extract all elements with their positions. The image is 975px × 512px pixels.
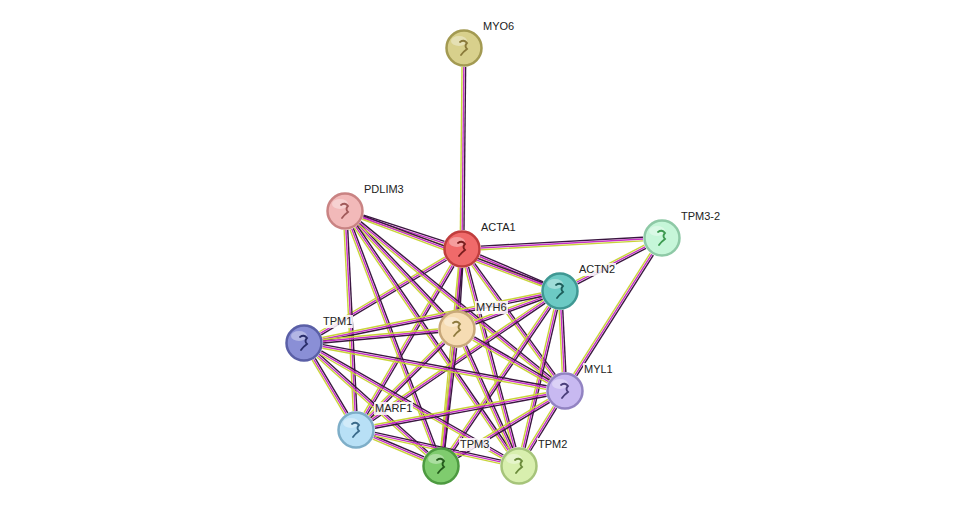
evidence-line [323,331,438,342]
node-circle [285,324,323,362]
interaction-edge [481,237,643,250]
evidence-line [457,401,548,456]
protein-node: TPM3-2 [643,219,681,257]
evidence-line [577,255,654,376]
protein-node: MYL1 [546,372,584,410]
node-circle [445,29,483,67]
evidence-line [359,224,445,314]
interaction-edge [322,345,546,390]
node-circle [541,272,579,310]
node-circle [422,447,460,485]
interaction-edge [463,346,513,450]
node-label: ACTA1 [480,221,517,234]
evidence-line [481,239,643,248]
node-circle [326,192,364,230]
interaction-edge [559,310,566,372]
evidence-line [368,341,442,415]
node-label: PDLIM3 [363,183,405,196]
evidence-line [318,356,427,454]
protein-node: TPM1 [285,324,323,362]
node-label: MYO6 [482,20,515,33]
node-circle [443,230,481,268]
interaction-edge [576,245,646,284]
interaction-edge [323,329,438,343]
evidence-line [575,254,652,375]
evidence-line [364,215,445,241]
node-label: MARF1 [374,402,413,415]
node-circle [337,411,375,449]
evidence-line [363,216,542,283]
protein-node: TPM3 [422,447,460,485]
evidence-line [466,346,512,448]
evidence-line [369,342,443,416]
evidence-line [463,347,509,449]
evidence-line [458,402,549,457]
interaction-edge [317,354,428,454]
node-label: MYH6 [475,301,508,314]
protein-node: ACTA1 [443,230,481,268]
evidence-line [373,439,423,460]
interaction-edge [456,399,549,457]
evidence-line [474,337,549,380]
evidence-line [323,297,542,341]
interaction-edge [357,224,445,317]
protein-node: TPM2 [500,447,538,485]
evidence-line [465,346,511,448]
evidence-line [323,329,438,340]
node-circle [438,310,476,348]
evidence-line [375,394,547,426]
node-label: TPM1 [322,315,353,328]
evidence-line [312,360,345,414]
protein-node: MARF1 [337,411,375,449]
evidence-line [559,310,562,372]
evidence-line [456,399,547,454]
node-label: TPM3-2 [680,210,721,223]
evidence-line [323,346,547,387]
evidence-line [576,245,644,280]
evidence-line [358,225,444,315]
evidence-line [481,241,643,250]
node-circle [546,372,584,410]
interaction-edge [574,253,654,376]
evidence-line [480,255,543,282]
interaction-edge [368,341,445,418]
evidence-line [322,348,546,389]
interaction-edge [441,348,456,448]
evidence-line [321,351,503,455]
evidence-line [460,67,462,230]
node-label: MYL1 [583,363,614,376]
node-label: ACTN2 [578,263,616,276]
interaction-edge [460,67,465,230]
node-label: TPM2 [537,438,568,451]
evidence-line [441,348,453,447]
interaction-edge [374,393,546,429]
evidence-line [314,359,347,413]
protein-node: MYO6 [445,29,483,67]
node-circle [643,219,681,257]
evidence-line [574,253,651,374]
node-label: TPM3 [459,438,490,451]
protein-node: PDLIM3 [326,192,364,230]
evidence-line [443,348,455,447]
evidence-line [323,345,547,386]
protein-node: ACTN2 [541,272,579,310]
protein-node: MYH6 [438,310,476,348]
node-circle [500,447,538,485]
